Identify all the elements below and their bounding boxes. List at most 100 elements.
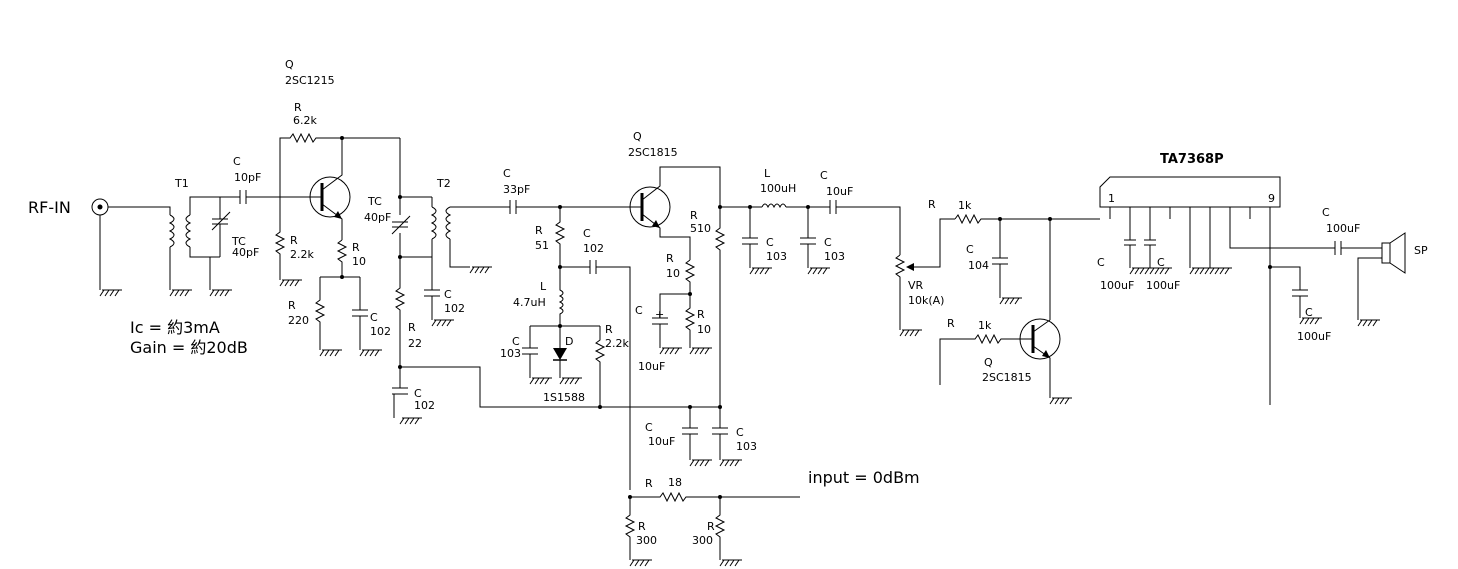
c-100b-value: 100uF <box>1146 279 1180 292</box>
r-300b-label: R <box>707 520 715 533</box>
l-47-label: L <box>540 280 547 293</box>
ground-icon <box>209 289 233 297</box>
r-10a-value: 10 <box>666 267 680 280</box>
ic-body <box>1099 176 1281 208</box>
output-filter: L 100uH C 103 C 103 C 10uF VR 10k(A) <box>720 167 955 337</box>
ground-icon <box>807 267 831 275</box>
transformer-t1-icon <box>168 214 192 248</box>
c-103c-label: C <box>766 236 774 249</box>
audio-amplifier: R 1k C 104 R 1k Q 2SC1815 TA7368P 1 9 C <box>928 152 1428 405</box>
input-attenuator: R 18 R 300 R 300 input = 0dBm <box>624 468 920 567</box>
transformer-t2-icon <box>430 206 452 240</box>
trimmer-capacitor-icon <box>391 215 411 235</box>
r-51-value: 51 <box>535 239 549 252</box>
ground-icon <box>1129 267 1153 275</box>
r-22k2-label: R <box>605 323 613 336</box>
q1-part: 2SC1215 <box>285 74 335 87</box>
c-100c-value: 100uF <box>1297 330 1331 343</box>
ground-icon <box>629 559 653 567</box>
c-100d-label: C <box>1322 206 1330 219</box>
second-stage: C 33pF R 51 C 102 L 4.7uH C 103 D 1S1588… <box>500 130 757 490</box>
ground-icon <box>559 377 583 385</box>
c-102b-value: 102 <box>583 242 604 255</box>
vr-label: VR <box>908 279 924 292</box>
ground-icon <box>749 267 773 275</box>
c-103d-label: C <box>824 236 832 249</box>
r-10b-value: 10 <box>697 323 711 336</box>
q1-label: Q <box>285 58 294 71</box>
r-1k-a-label: R <box>928 198 936 211</box>
c-100d-value: 100uF <box>1326 222 1360 235</box>
npn-transistor-icon <box>280 138 351 240</box>
ground-icon <box>659 347 683 355</box>
r-510-value: 510 <box>690 222 711 235</box>
r-1k-a-value: 1k <box>958 199 972 212</box>
r-em-value: 10 <box>352 255 366 268</box>
ground-icon <box>1189 267 1213 275</box>
l-47-value: 4.7uH <box>513 296 546 309</box>
r-220-value: 220 <box>288 314 309 327</box>
c-100b-label: C <box>1157 256 1165 269</box>
c-input-label: C <box>233 155 241 168</box>
interstage-network: TC 40pF T2 C 102 R 22 C 102 <box>364 138 720 425</box>
ground-icon <box>319 349 343 357</box>
c-dec-label: C <box>414 387 422 400</box>
c-10uf-out-value: 10uF <box>826 185 853 198</box>
ground-icon <box>999 297 1023 305</box>
r-300a-label: R <box>638 520 646 533</box>
c-103d-value: 103 <box>824 250 845 263</box>
r-bias-value: 2.2k <box>290 248 314 261</box>
c-33-label: C <box>503 167 511 180</box>
c-input-value: 10pF <box>234 171 261 184</box>
npn-transistor-icon <box>629 166 721 260</box>
c-t2-label: C <box>444 288 452 301</box>
npn-transistor-icon <box>1019 318 1061 398</box>
c-104-label: C <box>966 243 974 256</box>
plus-sign: + <box>655 308 664 321</box>
input-note: input = 0dBm <box>808 468 920 487</box>
q2-label: Q <box>633 130 642 143</box>
c-103b-label: C <box>736 426 744 439</box>
ground-icon <box>719 559 743 567</box>
ground-icon <box>399 417 423 425</box>
r-18-label: R <box>645 477 653 490</box>
r-em-label: R <box>352 241 360 254</box>
q2-part: 2SC1815 <box>628 146 678 159</box>
ground-icon <box>1049 397 1073 405</box>
tc1-value: 40pF <box>232 246 259 259</box>
tc1-label: TC <box>231 235 246 248</box>
inductor-icon <box>558 267 564 326</box>
r-1k-b-label: R <box>947 317 955 330</box>
inductor-icon <box>761 203 787 209</box>
r-1k-b-value: 1k <box>978 319 992 332</box>
c-10uf-em-label: C <box>635 304 643 317</box>
c-10uf-b-value: 10uF <box>648 435 675 448</box>
l-100-label: L <box>764 167 771 180</box>
r-22k2-value: 2.2k <box>605 337 629 350</box>
c-100a-label: C <box>1097 256 1105 269</box>
q3-part: 2SC1815 <box>982 371 1032 384</box>
r-10b-label: R <box>697 308 705 321</box>
note-ic: Ic = 約3mA <box>130 318 220 337</box>
tc2-value: 40pF <box>364 211 391 224</box>
r-22-label: R <box>408 321 416 334</box>
rf-input-stage: RF-IN T1 TC 40pF C 10pF R 6.2k <box>28 58 400 357</box>
r-510-label: R <box>690 209 698 222</box>
speaker-icon <box>1381 232 1406 274</box>
vr-value: 10k(A) <box>908 294 944 307</box>
r-220-label: R <box>288 299 296 312</box>
sp-label: SP <box>1414 244 1428 257</box>
c-10uf-b-label: C <box>645 421 653 434</box>
ground-icon <box>99 289 123 297</box>
q3-label: Q <box>984 356 993 369</box>
tc2-label: TC <box>367 195 382 208</box>
c-103c-value: 103 <box>766 250 787 263</box>
c-10uf-out-label: C <box>820 169 828 182</box>
ground-icon <box>719 459 743 467</box>
ground-icon <box>279 279 303 287</box>
l-100-value: 100uH <box>760 182 796 195</box>
ground-icon <box>529 377 553 385</box>
r-300b-value: 300 <box>692 534 713 547</box>
c-em-value: 102 <box>370 325 391 338</box>
